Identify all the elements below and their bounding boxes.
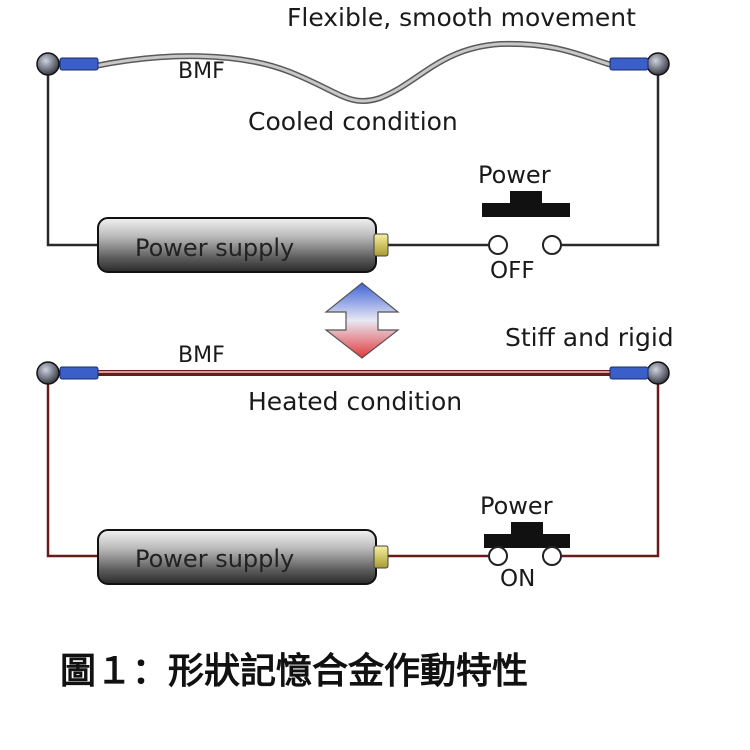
terminal-right <box>646 52 670 76</box>
switch-state-on: ON <box>500 566 535 592</box>
battery-terminal-cap <box>373 233 389 257</box>
top-condition-label: Cooled condition <box>248 107 458 136</box>
bottom-annotation: Stiff and rigid <box>505 323 674 352</box>
power-switch-button-off <box>482 203 570 217</box>
top-circuit-wire <box>562 72 660 247</box>
battery-terminal-cap <box>373 545 389 569</box>
connector-left <box>59 366 99 380</box>
power-supply-label: Power supply <box>135 234 294 262</box>
connector-right <box>609 366 649 380</box>
terminal-right <box>646 361 670 385</box>
figure-caption: 圖１：形狀記憶合金作動特性 <box>60 650 528 692</box>
bidirectional-arrow <box>324 282 400 359</box>
terminal-left <box>36 361 60 385</box>
switch-contact-right <box>542 546 562 566</box>
power-supply-label: Power supply <box>135 545 294 573</box>
bottom-circuit: Stiff and rigid BMF Heated condition Pow… <box>36 323 674 592</box>
bottom-circuit-wire <box>46 384 110 558</box>
top-circuit: Flexible, smooth movement BMF Cooled con… <box>36 3 670 284</box>
top-circuit-wire <box>46 72 110 247</box>
bottom-condition-label: Heated condition <box>248 387 462 416</box>
bottom-power-label: Power <box>480 492 553 520</box>
bottom-bmf-label: BMF <box>178 343 225 368</box>
bmf-wire-flexible <box>94 40 616 105</box>
top-power-label: Power <box>478 161 551 189</box>
switch-contact-right <box>542 235 562 255</box>
top-annotation: Flexible, smooth movement <box>287 3 636 32</box>
power-switch-button-on <box>484 534 570 548</box>
switch-state-off: OFF <box>490 258 535 284</box>
terminal-left <box>36 52 60 76</box>
top-bmf-label: BMF <box>178 59 225 84</box>
bottom-circuit-wire <box>562 384 660 558</box>
switch-contact-left <box>488 546 508 566</box>
connector-left <box>59 57 99 71</box>
switch-contact-left <box>488 235 508 255</box>
connector-right <box>609 57 649 71</box>
